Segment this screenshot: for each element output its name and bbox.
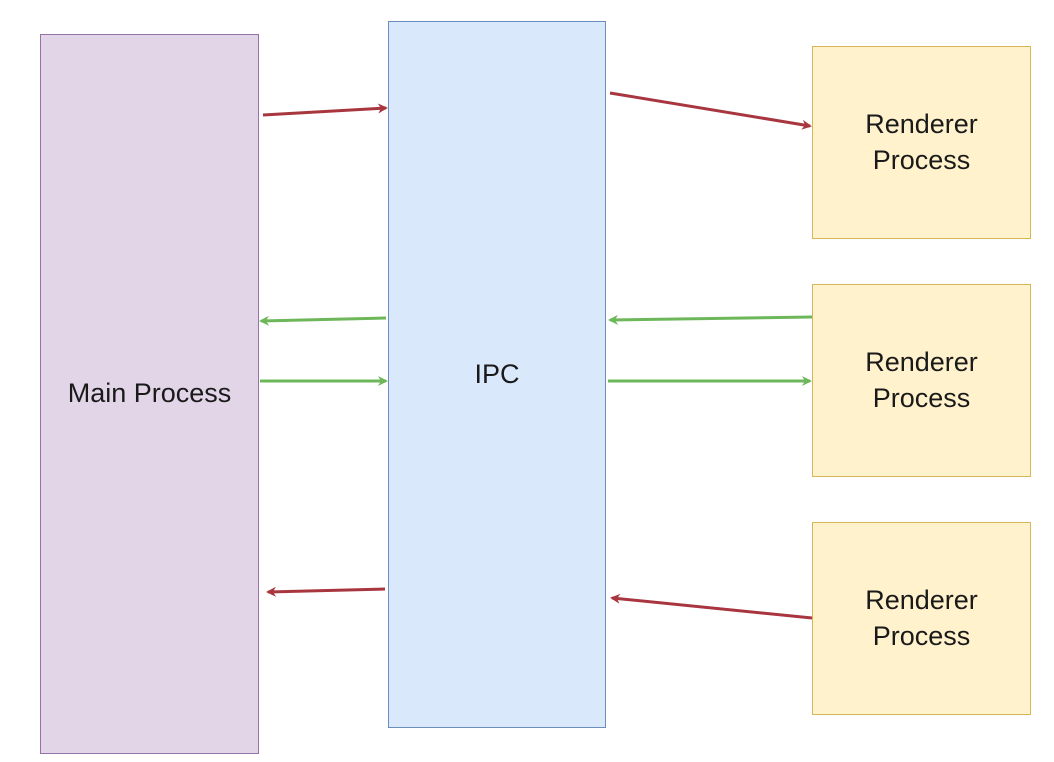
renderer-process-node-2[interactable]: Renderer Process [812,284,1031,477]
renderer-process-label-2: Renderer Process [865,346,978,413]
main-process-label: Main Process [67,378,232,409]
arrow-ipc-to-renderer-1-red [609,91,812,130]
renderer-process-node-1[interactable]: Renderer Process [812,46,1031,239]
main-process-node[interactable]: Main Process [40,34,259,754]
arrow-main-to-ipc-red [262,103,388,117]
arrow-renderer-3-to-ipc-red [610,593,813,620]
arrow-ipc-to-main-green [259,315,387,326]
arrow-renderer-2-to-ipc-green [608,314,813,325]
renderer-process-label-3: Renderer Process [865,584,978,651]
ipc-label: IPC [474,358,520,389]
arrow-ipc-to-main-red [266,586,386,597]
renderer-process-label-1: Renderer Process [865,108,978,175]
renderer-process-node-3[interactable]: Renderer Process [812,522,1031,715]
ipc-node[interactable]: IPC [388,21,606,728]
